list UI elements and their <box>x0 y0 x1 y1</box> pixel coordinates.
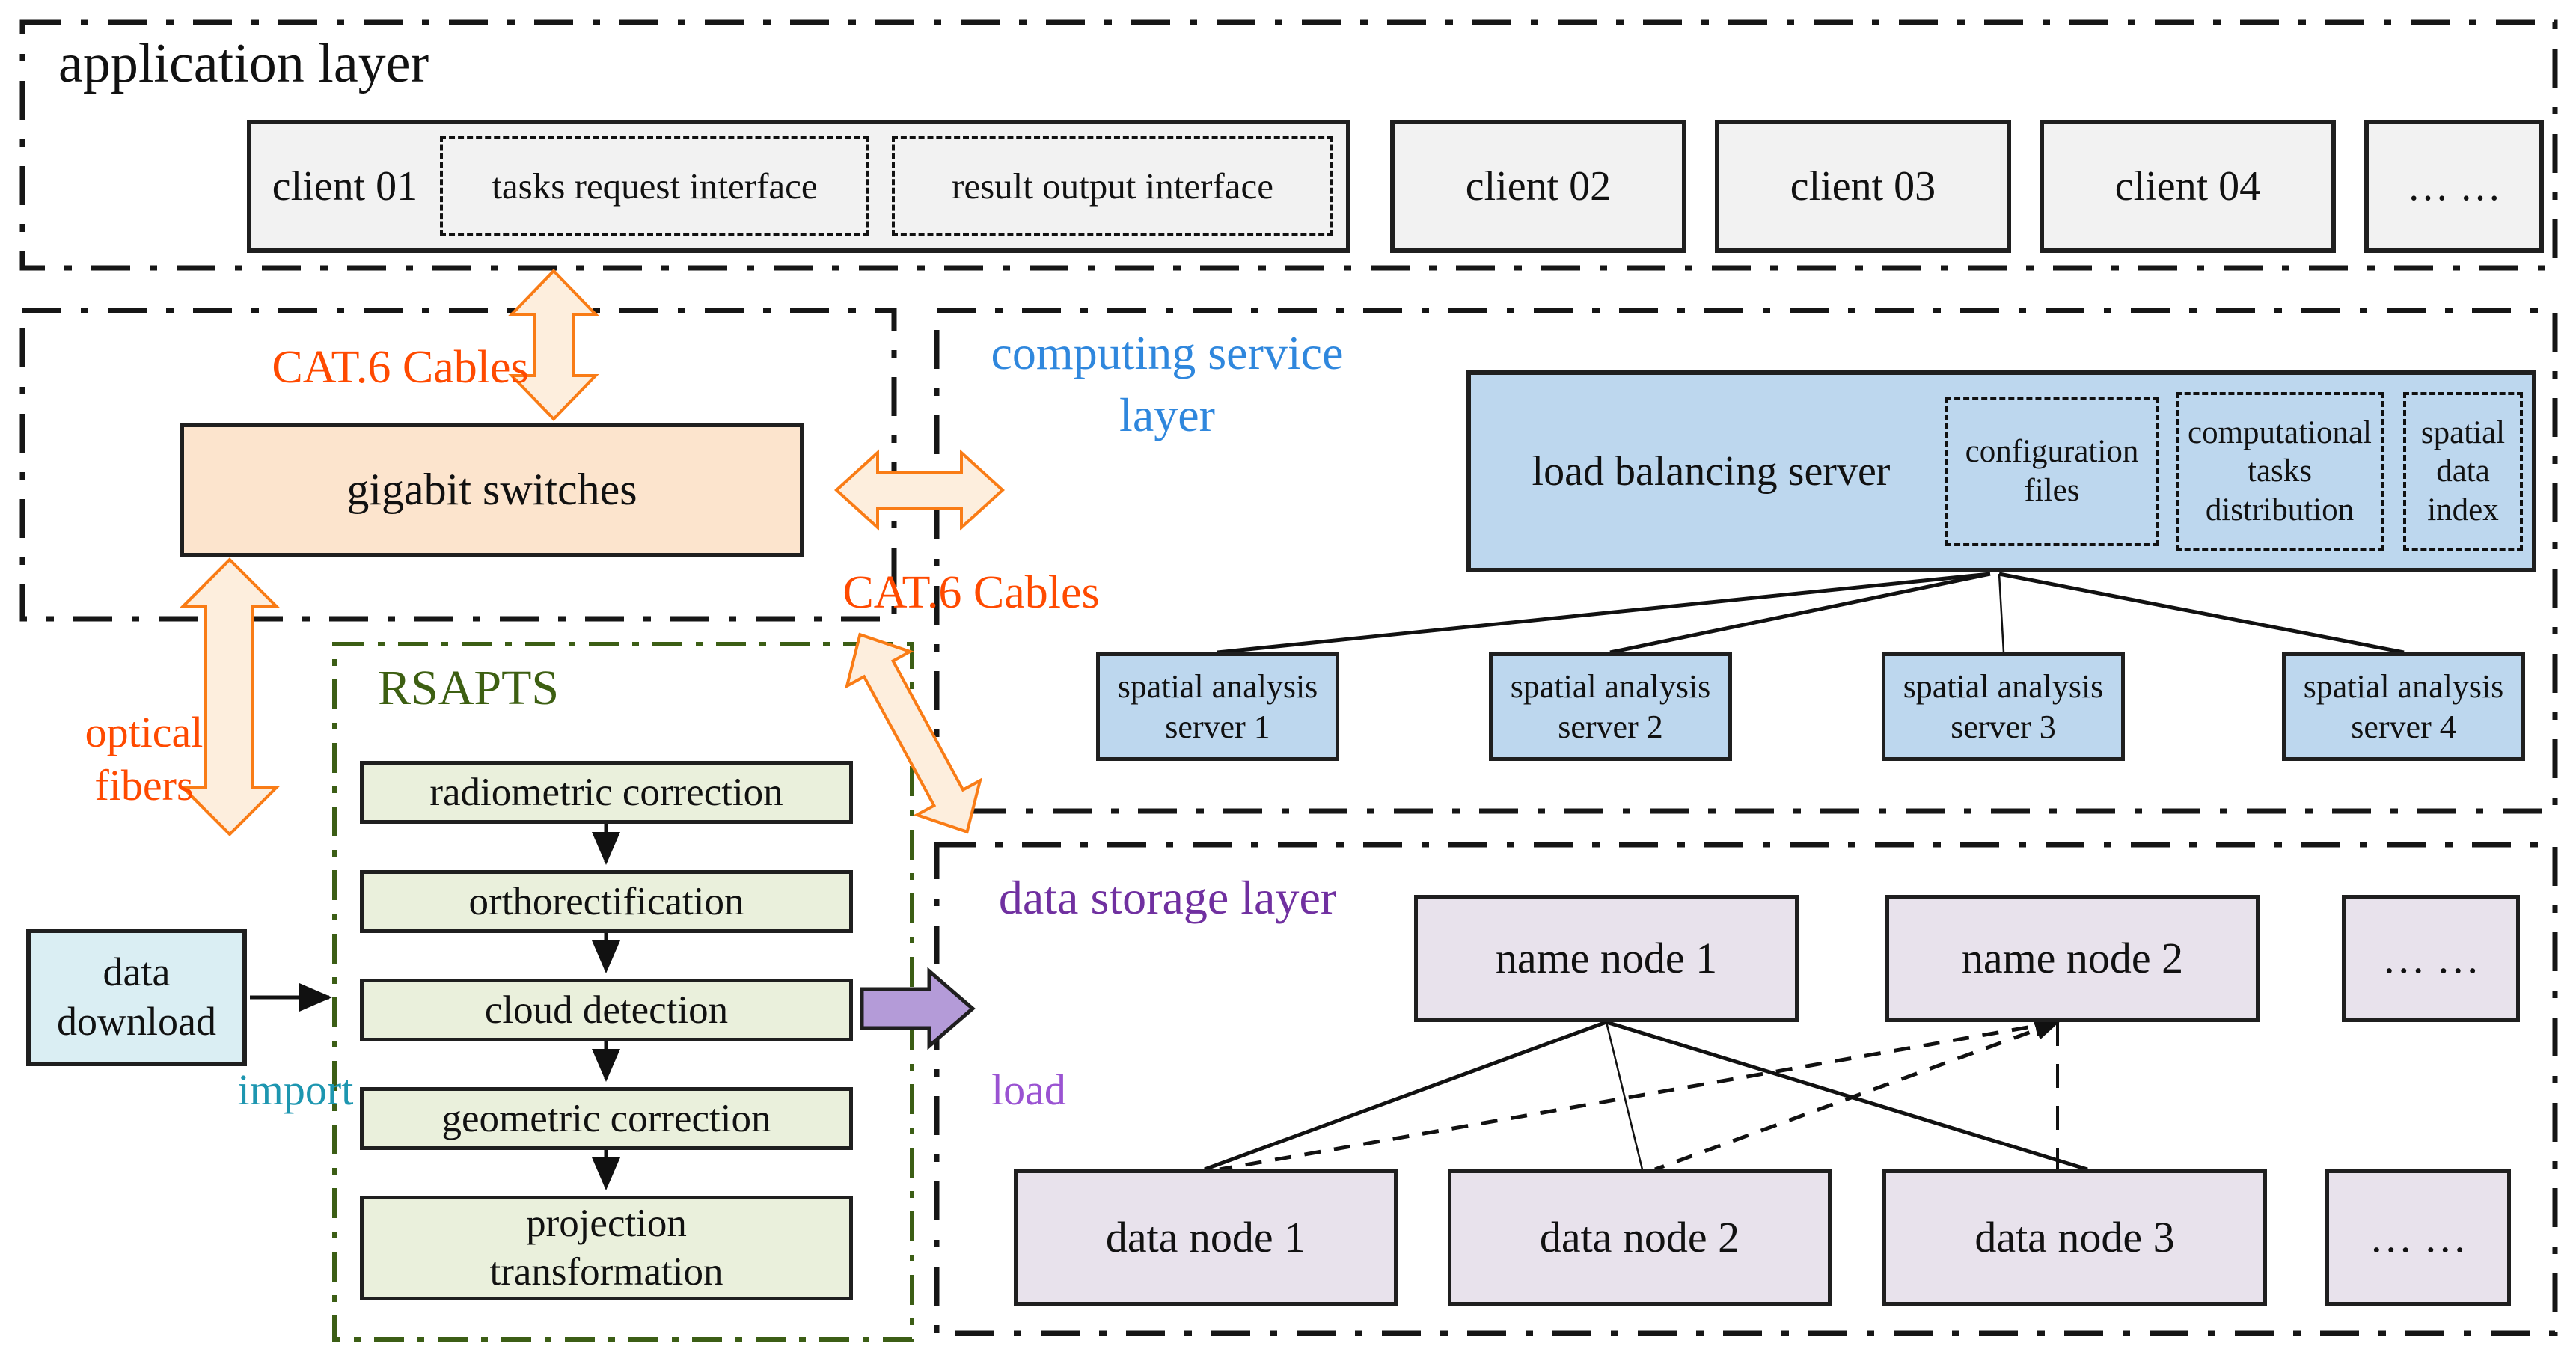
data-node-2-box: data node 2 <box>1448 1169 1832 1306</box>
cat6-arrow-clients-switches <box>508 269 599 421</box>
computing-layer-title: computing service layer <box>958 322 1377 456</box>
load-arrow <box>860 967 976 1050</box>
optical-fiber-arrow <box>180 557 280 836</box>
spatial-data-index-box: spatial data index <box>2403 392 2523 551</box>
name-node-2-box: name node 2 <box>1885 895 2260 1022</box>
spatial-analysis-server-1-box: spatial analysis server 1 <box>1096 652 1339 761</box>
client-03-box: client 03 <box>1715 120 2011 253</box>
load-balancer-fan-lines <box>1217 572 2405 655</box>
tasks-request-interface-box: tasks request interface <box>440 136 869 236</box>
load-balancing-server-label: load balancing server <box>1532 447 1891 495</box>
cat6-cables-label-mid: CAT.6 Cables <box>842 566 1100 618</box>
computing-layer-border <box>934 308 2558 814</box>
storage-layer-border <box>934 842 2558 1336</box>
computing-layer-title-line1: computing service <box>991 326 1344 379</box>
radiometric-correction-box: radiometric correction <box>360 761 853 824</box>
client-more-box: … … <box>2364 120 2544 253</box>
data-node-1-box: data node 1 <box>1014 1169 1398 1306</box>
optical-fibers-label: optical fibers <box>85 708 204 810</box>
cat6-arrow-switches-storage <box>844 632 983 834</box>
client-01-box <box>247 120 1350 253</box>
network-layer-border <box>19 308 897 622</box>
gigabit-switches-box: gigabit switches <box>180 423 804 557</box>
cloud-detection-box: cloud detection <box>360 979 853 1041</box>
data-node-more-box: … … <box>2325 1169 2511 1306</box>
load-balancing-server-box <box>1466 370 2536 572</box>
orthorectification-box: orthorectification <box>360 870 853 933</box>
geometric-correction-box: geometric correction <box>360 1087 853 1150</box>
configuration-files-box: configuration files <box>1945 397 2159 546</box>
data-download-box: data download <box>26 929 247 1066</box>
client-04-box: client 04 <box>2040 120 2336 253</box>
application-layer-border <box>19 19 2558 271</box>
data-node-3-box: data node 3 <box>1882 1169 2267 1306</box>
load-label: load <box>991 1065 1066 1115</box>
client-01-label: client 01 <box>272 162 418 209</box>
name-node-1-box: name node 1 <box>1414 895 1799 1022</box>
storage-layer-title: data storage layer <box>998 870 1337 924</box>
projection-transformation-box: projection transformation <box>360 1196 853 1300</box>
import-label: import <box>237 1065 354 1115</box>
rsapts-title: RSAPTS <box>378 661 560 716</box>
computing-layer-title-line2: layer <box>1119 388 1215 442</box>
cat6-arrow-switches-computing <box>834 449 1005 531</box>
cat6-cables-label-top: CAT.6 Cables <box>272 342 529 394</box>
storage-connection-lines <box>1204 1015 2088 1172</box>
spatial-analysis-server-4-box: spatial analysis server 4 <box>2282 652 2525 761</box>
spatial-analysis-server-2-box: spatial analysis server 2 <box>1489 652 1732 761</box>
application-layer-title: application layer <box>58 32 429 94</box>
name-node-more-box: … … <box>2342 895 2520 1022</box>
computational-tasks-distribution-box: computational tasks distribution <box>2176 392 2384 551</box>
result-output-interface-box: result output interface <box>892 136 1333 236</box>
spatial-analysis-server-3-box: spatial analysis server 3 <box>1882 652 2125 761</box>
client-02-box: client 02 <box>1390 120 1686 253</box>
